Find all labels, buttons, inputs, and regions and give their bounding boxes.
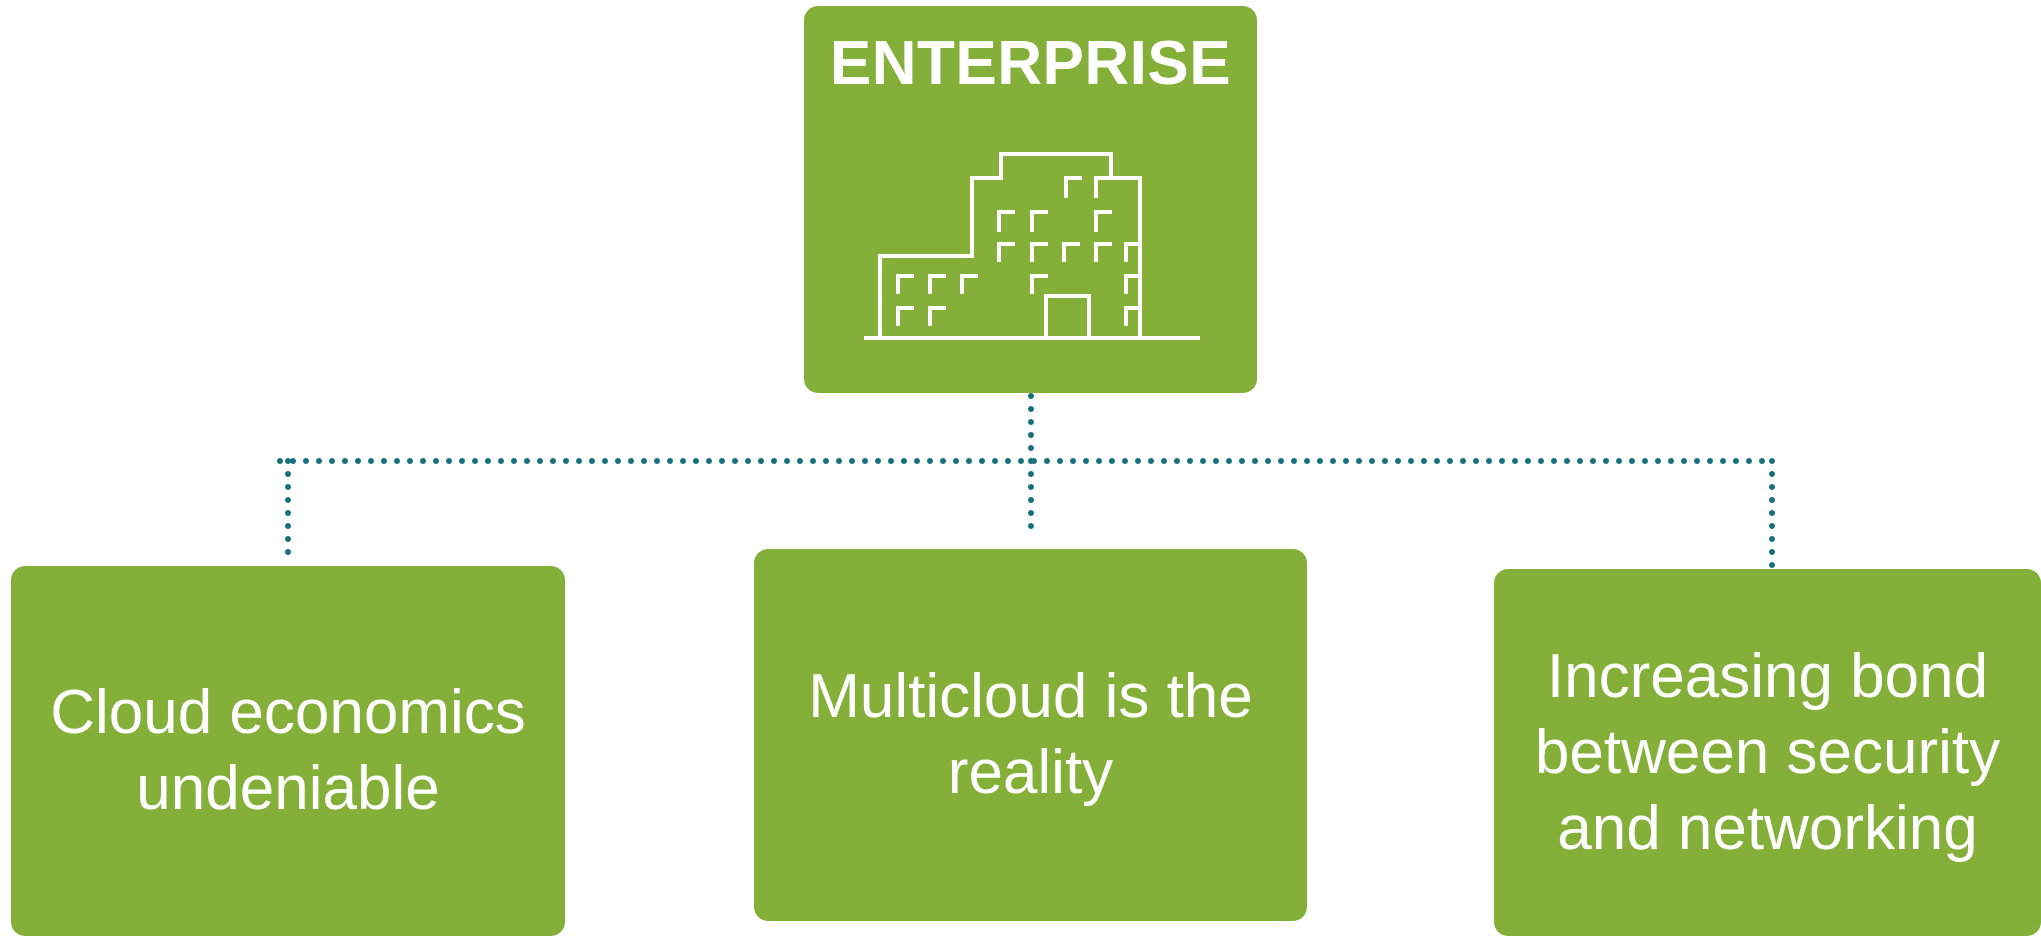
security-networking-label: Increasing bond between security and net… bbox=[1534, 641, 2001, 863]
cloud-economics-label: Cloud economics undeniable bbox=[50, 678, 526, 823]
enterprise-title: ENTERPRISE bbox=[829, 29, 1232, 98]
security-networking-node: Increasing bond between security and net… bbox=[1494, 569, 2041, 936]
multicloud-reality-node: Multicloud is the reality bbox=[754, 549, 1307, 921]
enterprise-node: ENTERPRISE bbox=[804, 6, 1257, 393]
office-building-icon bbox=[864, 152, 1200, 340]
cloud-economics-node: Cloud economics undeniable bbox=[11, 566, 565, 936]
multicloud-reality-label: Multicloud is the reality bbox=[808, 662, 1253, 807]
